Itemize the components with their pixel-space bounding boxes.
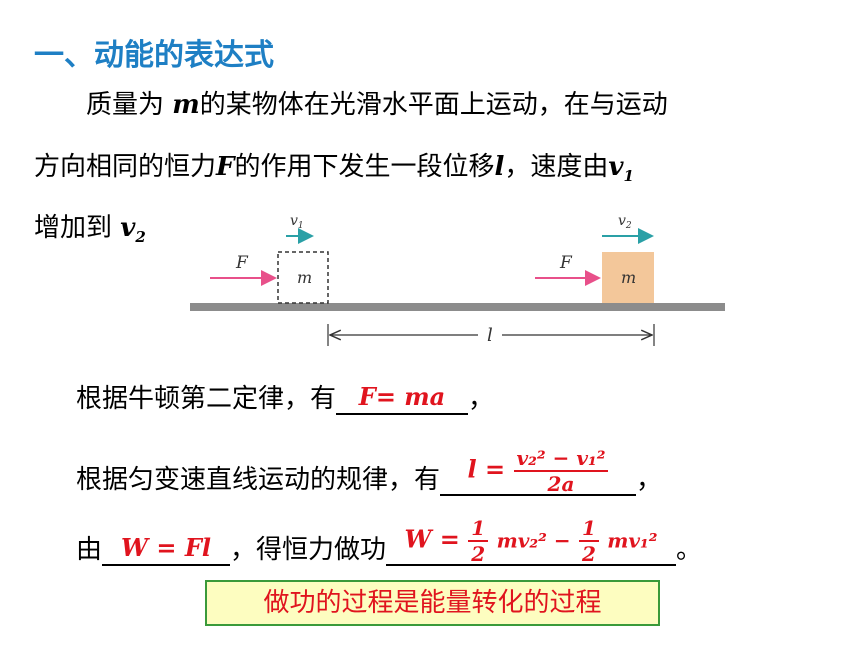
step-text: 根据牛顿第二定律，有 — [76, 384, 337, 414]
var-v1: v — [608, 152, 624, 182]
intro-line-2: 方向相同的恒力F的作用下发生一段位移l，速度由v1 — [34, 152, 834, 185]
intro-text: 的作用下发生一段位移 — [234, 152, 495, 182]
answer-blank-3: W = Fl — [102, 522, 231, 566]
motion-diagram: m m F F v1 v2 l — [190, 213, 725, 346]
fraction-numerator: 1 — [578, 518, 599, 542]
fraction-denominator: 2 — [471, 542, 486, 566]
fraction-denominator: 2 — [581, 542, 596, 566]
mass-block-initial — [277, 251, 329, 304]
answer-blank-1: F= ma — [336, 379, 469, 415]
displacement-label: l — [487, 325, 493, 346]
var-v2-subscript: 2 — [135, 228, 146, 246]
intro-line-3: 增加到 v2 — [34, 213, 834, 246]
answer-blank-2: l = v₂² − v₁² 2a — [440, 440, 637, 496]
answer-work-definition: W = Fl — [121, 533, 211, 562]
fraction-numerator: v₂² − v₁² — [513, 448, 609, 472]
answer-work-result: W = 1 2 mv₂² − 1 2 mv₁² — [386, 518, 676, 564]
formula-term: mv₁² — [607, 528, 658, 553]
formula-lhs: W = — [404, 524, 460, 554]
fraction-half: 1 2 — [578, 518, 599, 566]
mass-block-final — [602, 252, 654, 303]
answer-newton: F= ma — [358, 382, 446, 411]
var-l: l — [494, 152, 505, 182]
var-v2: v — [120, 213, 136, 243]
intro-text: 的某物体在光滑水平面上运动，在与运动 — [199, 90, 668, 120]
mass-label-final: m — [621, 268, 636, 287]
step-text: 由 — [76, 535, 103, 565]
ground — [190, 303, 725, 311]
var-v1-subscript: 1 — [623, 167, 634, 185]
intro-text: 增加到 — [34, 213, 121, 243]
answer-blank-4: W = 1 2 mv₂² − 1 2 mv₁² — [386, 512, 677, 566]
velocity-label-v2: v2 — [618, 213, 632, 231]
step-text: 。 — [676, 535, 703, 565]
step-text: ， — [468, 384, 495, 414]
fraction: v₂² − v₁² 2a — [513, 448, 609, 496]
intro-line-1: 质量为 m的某物体在光滑水平面上运动，在与运动 — [86, 90, 860, 120]
section-title: 一、动能的表达式 — [34, 38, 274, 73]
formula-term: mv₂² − — [496, 528, 571, 553]
derivation-step-1: 根据牛顿第二定律，有 F= ma ， — [76, 378, 494, 415]
answer-kinematics: l = v₂² − v₁² 2a — [440, 448, 636, 494]
fraction-numerator: 1 — [468, 518, 489, 542]
formula-lhs: l = — [467, 454, 506, 484]
intro-text: 质量为 — [86, 90, 173, 120]
step-text: ， — [636, 465, 663, 495]
var-F: F — [216, 152, 235, 182]
force-label-final: F — [559, 253, 573, 273]
highlight-note: 做功的过程是能量转化的过程 — [205, 580, 660, 626]
fraction-denominator: 2a — [547, 472, 575, 496]
intro-text: 方向相同的恒力 — [34, 152, 217, 182]
mass-label-initial: m — [297, 268, 312, 287]
derivation-step-3: 由 W = Fl ，得恒力做功 W = 1 2 mv₂² − 1 2 mv₁² … — [76, 512, 702, 566]
velocity-label-v1: v1 — [290, 213, 304, 231]
fraction-half: 1 2 — [468, 518, 489, 566]
step-text: 根据匀变速直线运动的规律，有 — [76, 465, 441, 495]
var-m: m — [172, 90, 200, 120]
force-label-initial: F — [235, 253, 249, 273]
step-text: ，得恒力做功 — [230, 535, 387, 565]
intro-text: ，速度由 — [504, 152, 609, 182]
derivation-step-2: 根据匀变速直线运动的规律，有 l = v₂² − v₁² 2a ， — [76, 440, 662, 496]
